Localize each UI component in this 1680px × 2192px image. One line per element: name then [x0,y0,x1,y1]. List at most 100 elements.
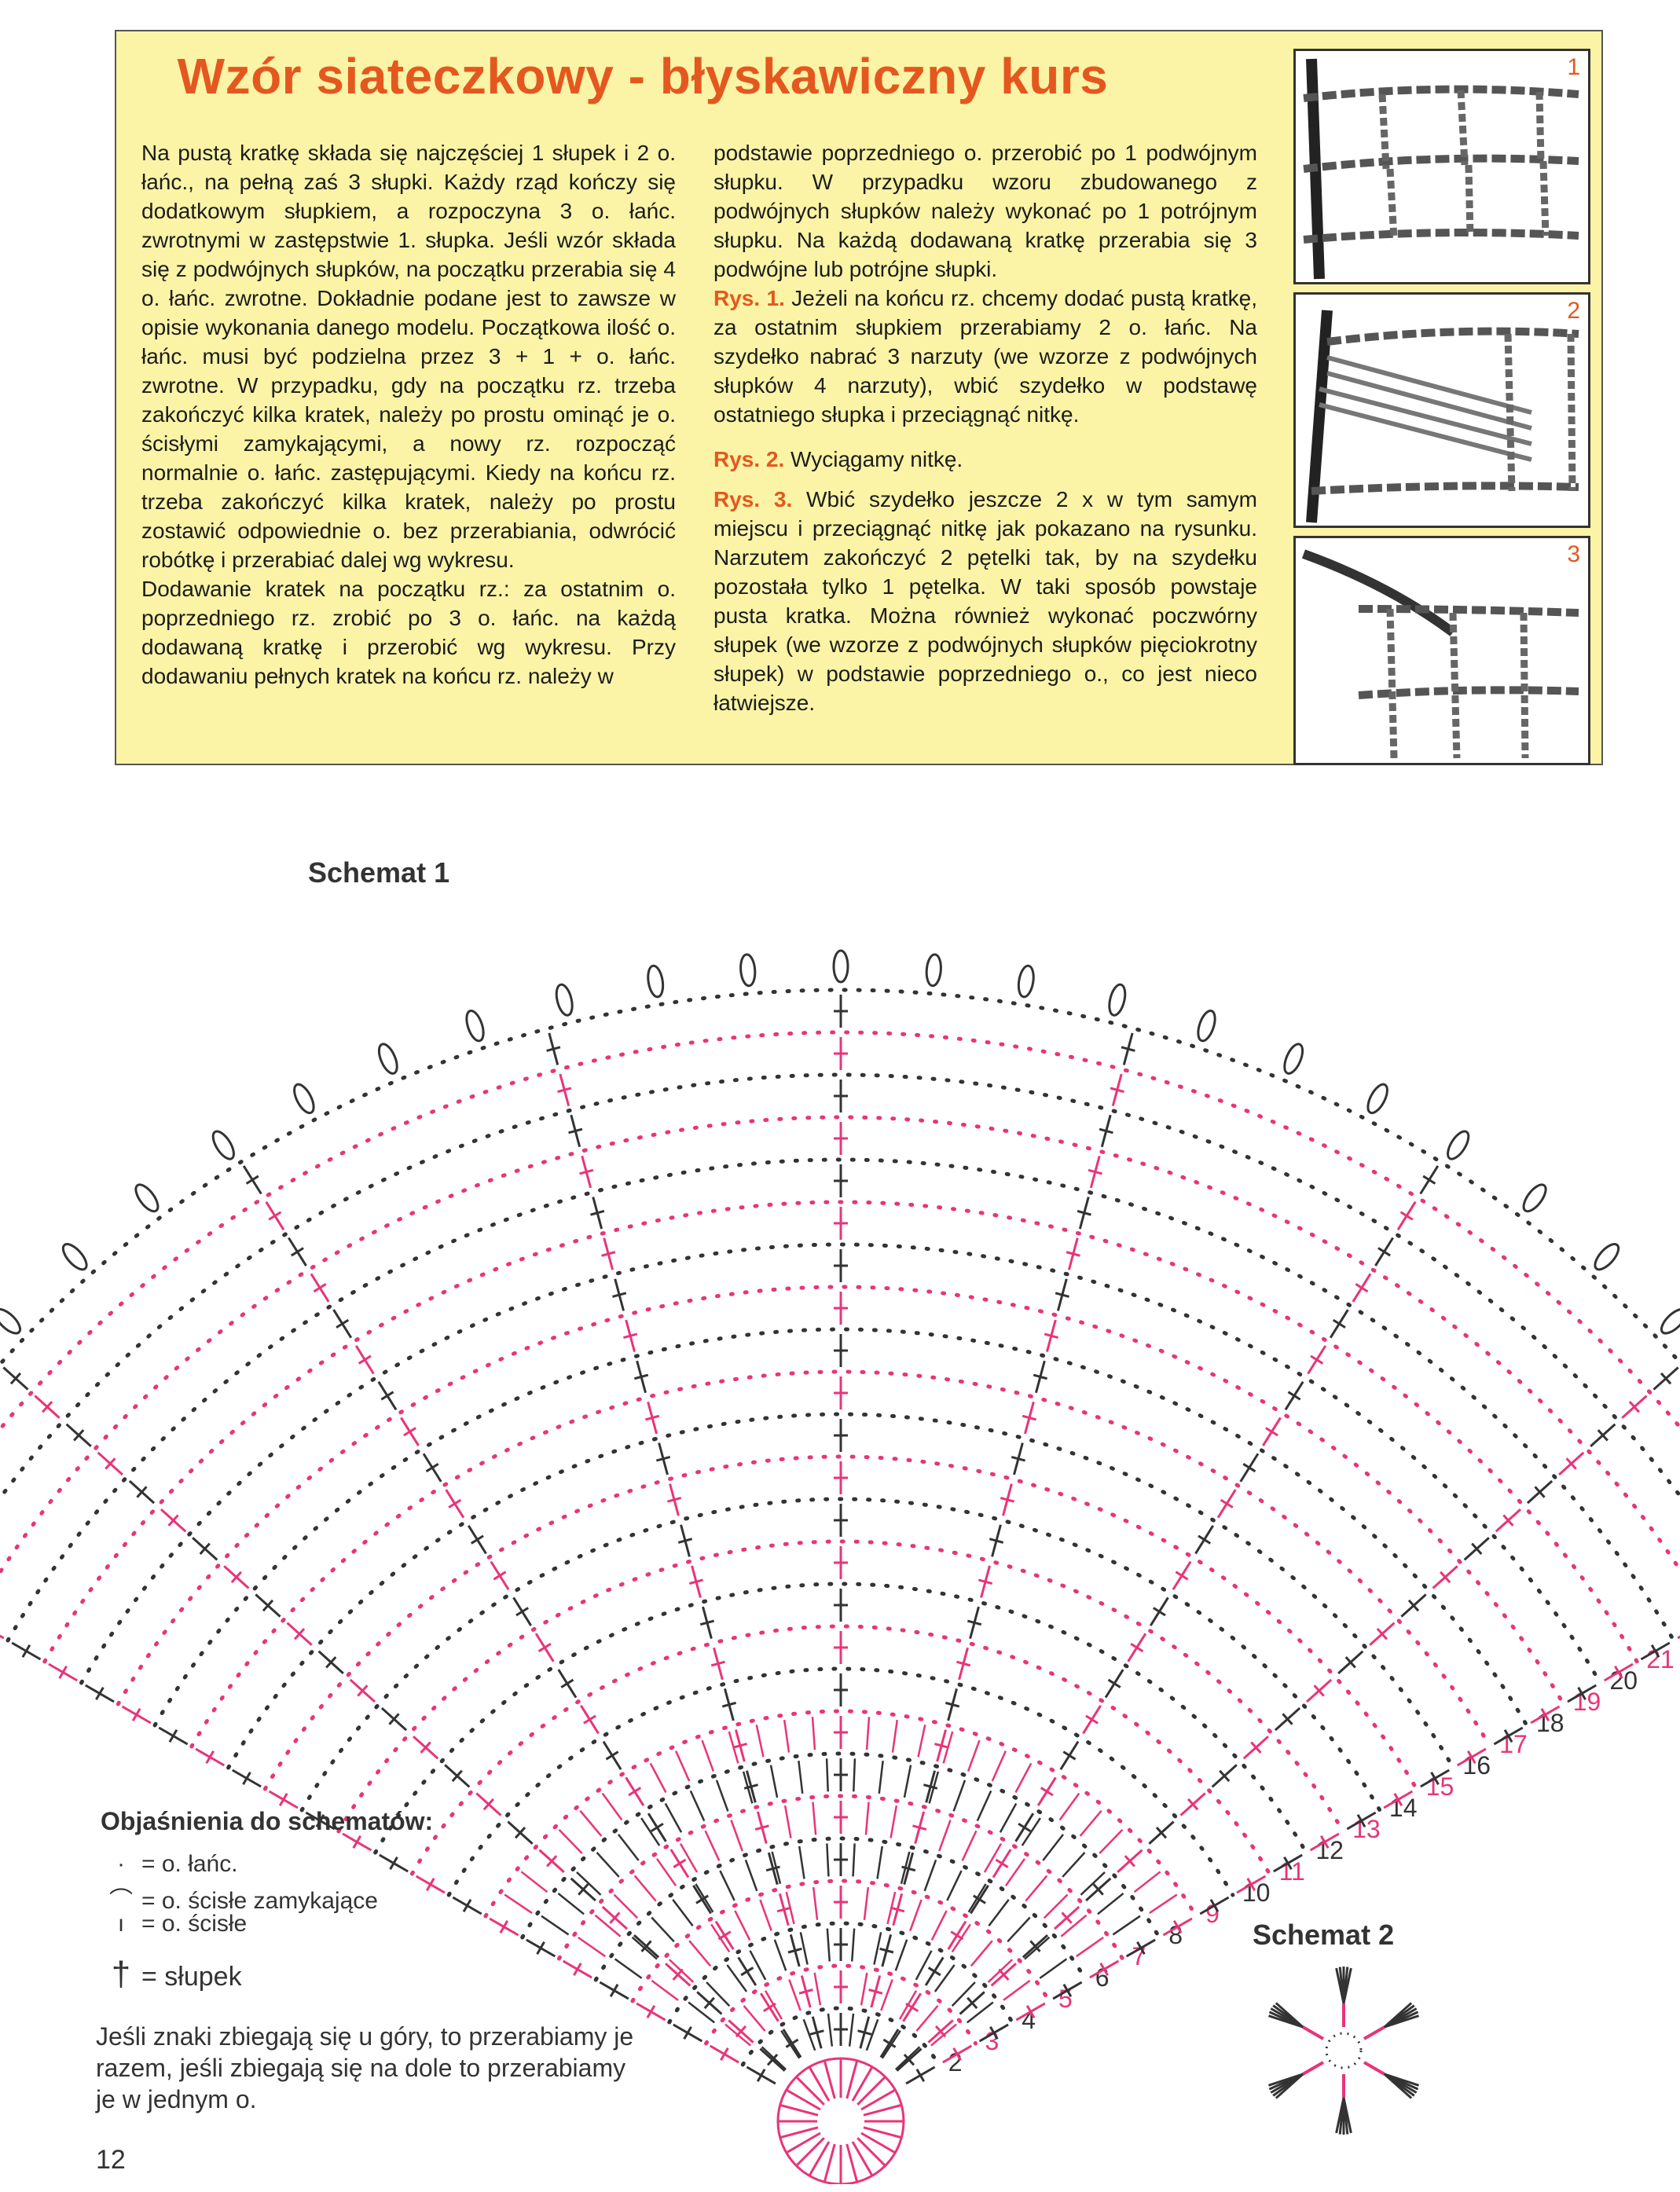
dense-stitch [655,1858,677,1886]
stitch-crossbar [1246,1877,1256,1892]
slip-closing-symbol: ⌒ [109,1888,133,1914]
row-number-label: 12 [1315,1836,1344,1864]
stitch-crossbar [776,1906,791,1913]
stitch-crossbar [1121,1046,1135,1052]
dense-stitch [783,1805,792,1838]
dense-stitch [898,1990,918,2020]
stitch-crossbar [1282,1713,1293,1725]
edge-arch [1447,1130,1470,1160]
stitch-crossbar [268,1211,282,1221]
dense-stitch [894,1939,908,1971]
dense-stitch [881,2030,901,2059]
stitch-crossbar [879,1947,894,1954]
dense-stitch [942,1731,954,1764]
stitch-crossbar [989,1538,1004,1544]
stitch-crossbar [809,2029,824,2036]
dense-stitch [938,1820,952,1852]
dense-stitch [640,1817,661,1846]
stitch-crossbar [403,1427,416,1437]
dense-stitch [865,1717,871,1750]
stitch-crossbar [1422,1175,1436,1185]
stitch-crossbar [199,1542,211,1556]
stitch-crossbar [978,1578,993,1585]
legend-slip-stitch-closing: ⌒= o. ścisłe zamykające [101,1881,378,1915]
center-stitch [863,2126,902,2139]
row-number-label: 13 [1352,1815,1381,1843]
rys1-label: Rys. 1. [713,286,785,310]
chain-row [520,1751,1161,1940]
dense-stitch [688,2001,716,2024]
dense-stitch [614,1958,643,1979]
center-stitch [857,2137,886,2167]
stitch-crossbar [673,1858,687,1868]
dense-stitch [827,2013,834,2047]
stitch-crossbar [291,1247,304,1257]
dense-stitch [864,1802,870,1835]
stitch-crossbar [578,1883,589,1896]
stitch-crossbar [609,1912,621,1924]
dense-stitch [576,1871,602,1896]
stitch-crossbar [1628,1400,1641,1413]
stitch-crossbar [868,1989,883,1995]
dense-stitch [825,1758,829,1792]
dense-stitch [967,1739,981,1772]
stitch-crossbar [514,1826,526,1839]
stitch-crossbar [703,1996,715,2010]
dense-stitch [873,1932,882,1965]
dense-stitch [1112,1915,1141,1936]
rys1-text: Jeżeli na końcu rz. chcemy dodać pustą k… [713,286,1257,427]
stitch-crossbar [315,1813,325,1828]
dense-stitch [679,1843,699,1873]
schema-1-diagram: 2345678910111213141516171819202122232425… [0,949,1680,2184]
dense-stitch [909,1899,923,1931]
stitch-crossbar [677,1538,693,1544]
stitch-crossbar [1066,1251,1080,1257]
stitch-crossbar [1399,1211,1414,1221]
dense-stitch [1037,1776,1057,1806]
rys2-label: Rys. 2. [713,447,785,471]
dense-stitch [852,1843,856,1877]
stitch-crossbar [590,1210,605,1216]
dense-stitch [728,1731,739,1764]
edge-arch [1522,1183,1547,1213]
dense-stitch [633,1875,657,1902]
stitch-crossbar [21,1644,31,1659]
edge-arch [555,983,574,1017]
edge-arch [1017,964,1035,999]
figure-3: 3 [1293,536,1590,765]
stitch-crossbar [420,1741,431,1754]
row-number-label: 14 [1389,1794,1418,1822]
stitch-crossbar [230,1571,242,1584]
dense-stitch [946,1870,963,1901]
stitch-crossbar [313,1283,327,1293]
dense-stitch [504,1893,533,1914]
stitch-crossbar [389,1856,398,1871]
page-number: 12 [96,2145,126,2175]
dense-stitch [710,1923,731,1953]
paragraph-continued: podstawie poprzedniego o. przerobić po 1… [713,141,1257,281]
stitch-crossbar [515,1607,530,1617]
stitch-crossbar [579,1168,594,1175]
stitch-crossbar [1377,1247,1391,1257]
dense-stitch [601,1792,623,1821]
stitch-crossbar [956,1660,971,1667]
dense-stitch [1089,1959,1119,1979]
stitch-crossbar [787,1947,802,1954]
stitch-crossbar [482,1798,495,1811]
stitch-crossbar [1219,1769,1231,1783]
paragraph-intro: Na pustą kratkę składa się najczęściej 1… [141,141,676,572]
center-stitch [857,2076,886,2106]
slip-symbol: ı [117,1911,125,1937]
dense-stitch [489,1917,519,1937]
dense-stitch [799,1932,809,1965]
dense-stitch [1126,1938,1156,1958]
stitch-crossbar [1283,1856,1293,1871]
dense-stitch [979,2023,1009,2043]
stitch-crossbar [1265,1427,1278,1437]
edge-arch [647,964,665,999]
chain-row [42,1200,1639,1664]
stitch-crossbar [1044,1332,1058,1340]
dense-stitch [876,1846,883,1879]
edge-arch [1108,983,1127,1017]
dense-stitch [890,1805,898,1838]
